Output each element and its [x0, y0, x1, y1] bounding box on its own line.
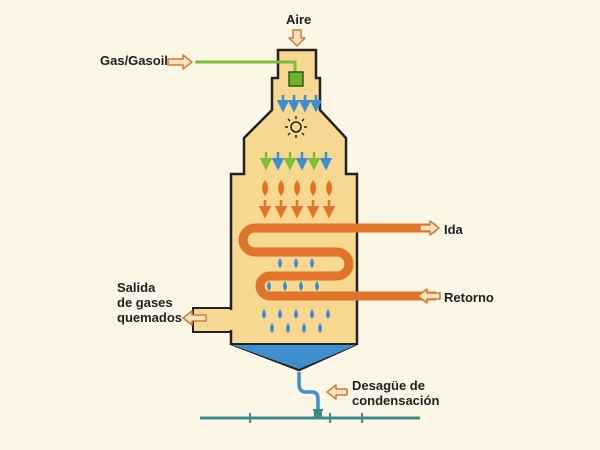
fuel-label: Gas/Gasoil: [100, 53, 168, 68]
drain-label-line: condensación: [352, 393, 440, 408]
burner-nozzle-icon: [288, 71, 304, 87]
return-label: Retorno: [444, 290, 494, 305]
drain-label-line: Desagüe de: [352, 378, 425, 393]
flue-arrow-icon: [182, 310, 207, 326]
drain-label: Desagüe de condensación: [352, 378, 439, 408]
air-flow-arrows: [276, 95, 323, 113]
fuel-line: [195, 60, 297, 72]
heat-exchanger-coil: [238, 223, 436, 301]
air-label: Aire: [286, 12, 312, 27]
flue-gas-label-line: de gases: [117, 295, 173, 310]
drain-arrow-icon: [326, 384, 348, 400]
flue-gas-label: Salida de gases quemados: [117, 280, 182, 325]
heat-arrows: [258, 200, 336, 219]
flue-gas-label-line: quemados: [117, 310, 183, 325]
droplet-icon: [262, 258, 330, 333]
air-arrow-icon: [288, 29, 306, 47]
flue-gas-label-line: Salida: [117, 280, 156, 295]
flow-label: Ida: [444, 222, 463, 237]
condensate-drain-pipe: [297, 372, 320, 410]
fan-icon: [285, 116, 307, 138]
mixture-arrows: [259, 152, 333, 171]
condensate-pool: [232, 345, 356, 369]
fuel-arrow-icon: [167, 54, 193, 70]
return-arrow-icon: [417, 288, 441, 304]
flame-icon: [262, 180, 332, 196]
flow-arrow-icon: [419, 220, 440, 236]
label-pointer-arrows: [167, 29, 441, 400]
